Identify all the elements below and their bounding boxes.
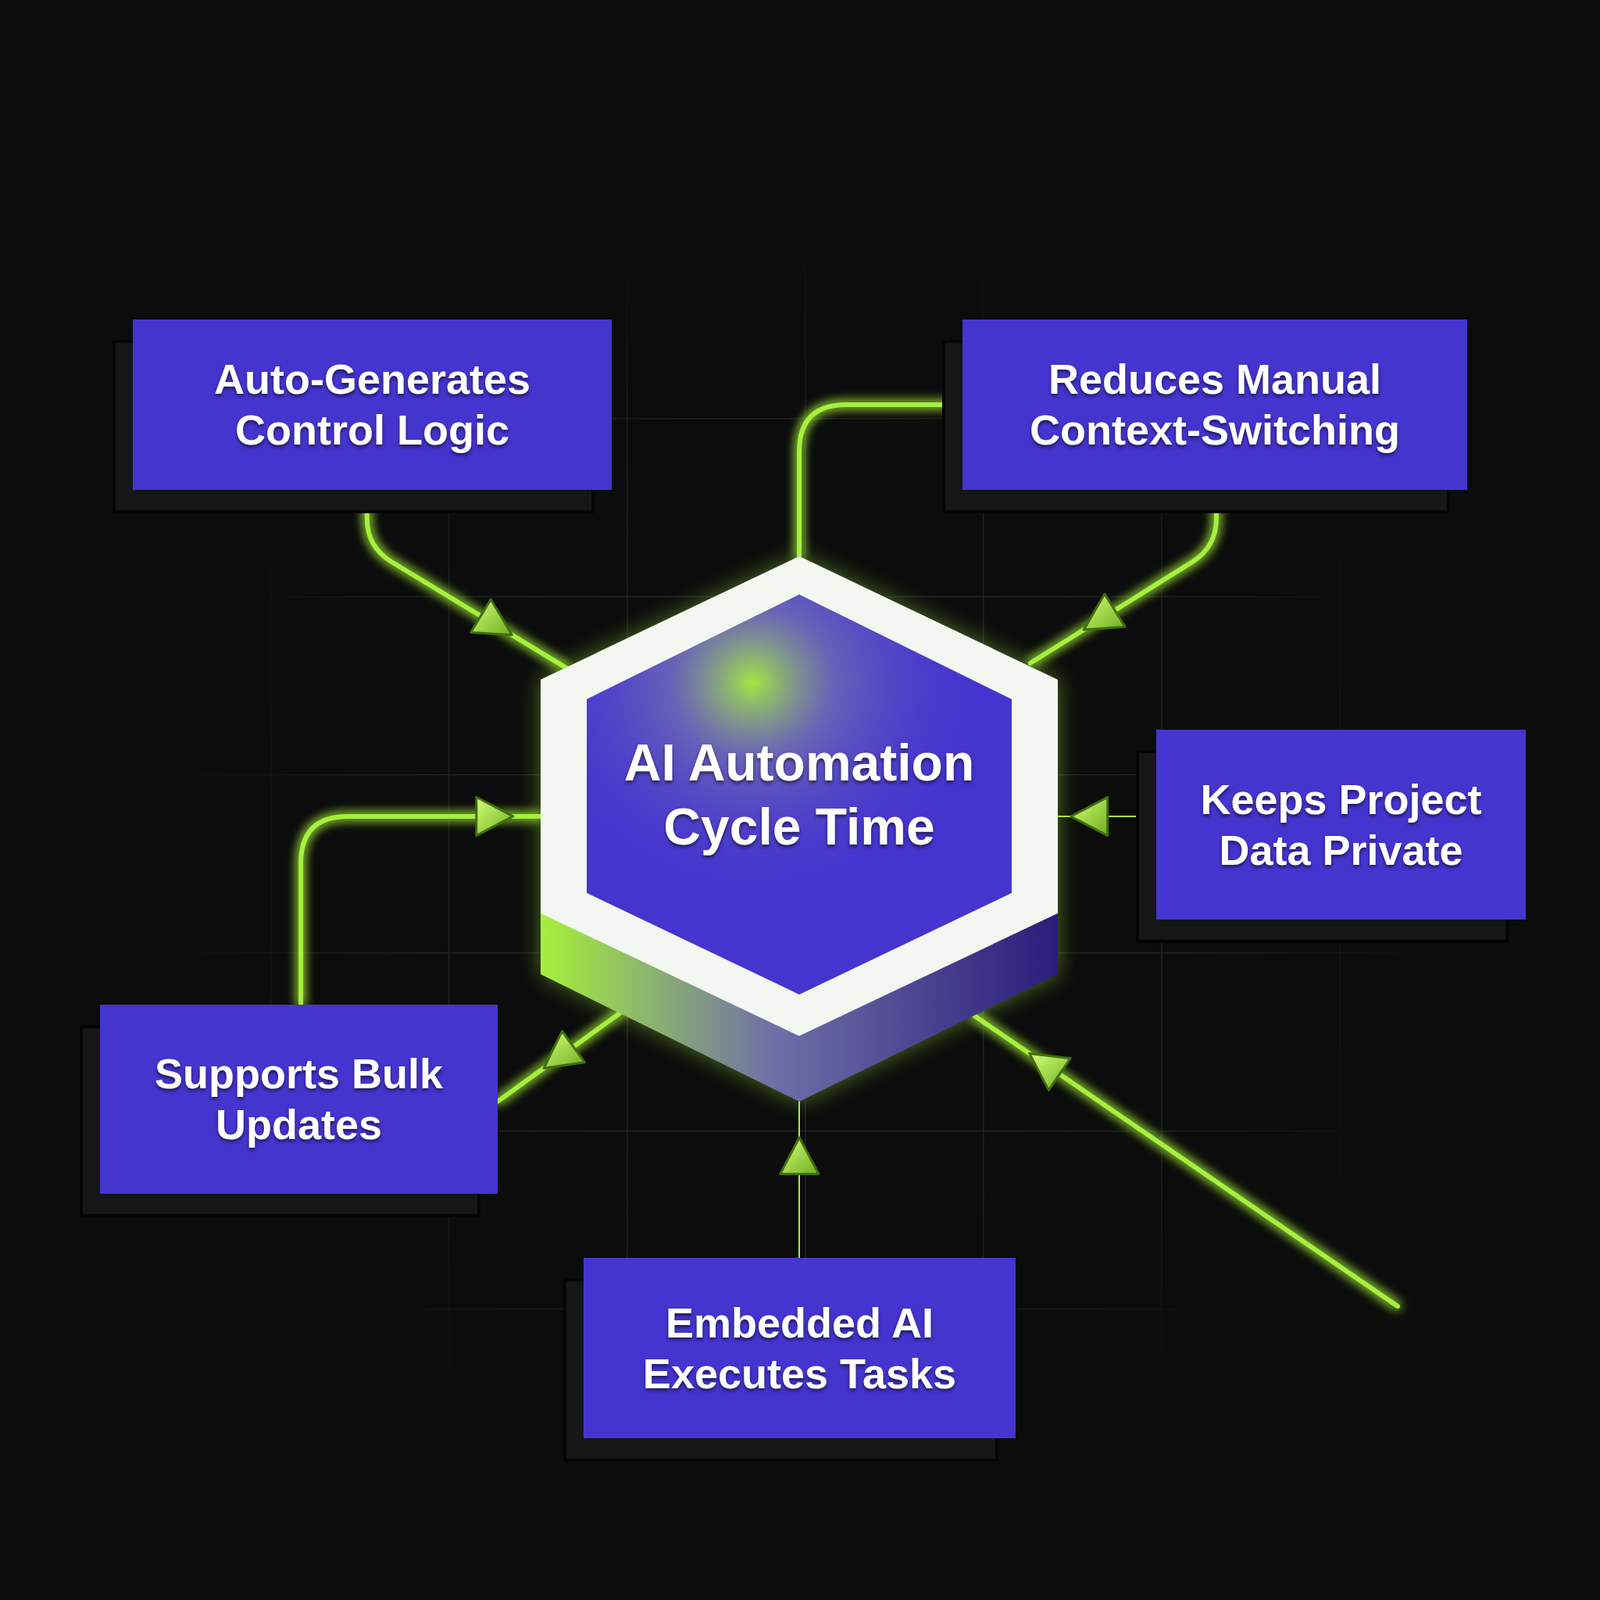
- hexagon-label-area: AI Automation Cycle Time: [540, 594, 1058, 995]
- connector: [1030, 489, 1217, 664]
- connector: [300, 796, 541, 1005]
- connector: [799, 404, 963, 557]
- connector-line: [497, 1010, 623, 1102]
- connector-line: [799, 404, 963, 557]
- connector-line: [1030, 489, 1217, 664]
- box-label: Supports Bulk Updates: [100, 1048, 498, 1150]
- feature-box: Embedded AI Executes Tasks: [583, 1257, 1016, 1439]
- arrowhead: [1083, 593, 1125, 630]
- dangling-line: [974, 1015, 1398, 1307]
- feature-box: Supports Bulk Updates: [100, 1004, 498, 1194]
- connector: [367, 489, 567, 668]
- connector: [497, 1010, 623, 1102]
- feature-box: Reduces Manual Context-Switching: [962, 319, 1468, 490]
- hexagon-glow: [540, 556, 1058, 1102]
- hexagon-face: [540, 556, 1058, 1036]
- connector-line: [300, 816, 541, 1005]
- arrowhead: [1071, 796, 1108, 836]
- center-hexagon: AI Automation Cycle Time: [540, 556, 1058, 1102]
- arrowhead: [476, 796, 514, 836]
- hexagon-inner: [586, 594, 1012, 995]
- arrowhead: [543, 1031, 585, 1068]
- box-label: Reduces Manual Context-Switching: [962, 353, 1468, 456]
- hexagon-side: [540, 556, 1058, 1102]
- hexagon-highlight: [586, 594, 1012, 995]
- feature-box: Auto-Generates Control Logic: [132, 319, 612, 490]
- connector: [1057, 796, 1157, 836]
- connector-line: [796, 1101, 803, 1258]
- arrowhead: [780, 1137, 819, 1175]
- box-label: Embedded AI Executes Tasks: [583, 1297, 1016, 1400]
- connector-line: [367, 489, 567, 668]
- connector: [780, 1101, 819, 1258]
- box-label: Keeps Project Data Private: [1156, 774, 1526, 876]
- feature-box: Keeps Project Data Private: [1156, 729, 1526, 920]
- hexagon-title: AI Automation Cycle Time: [592, 730, 1007, 860]
- box-label: Auto-Generates Control Logic: [132, 353, 612, 456]
- arrowhead: [471, 599, 513, 635]
